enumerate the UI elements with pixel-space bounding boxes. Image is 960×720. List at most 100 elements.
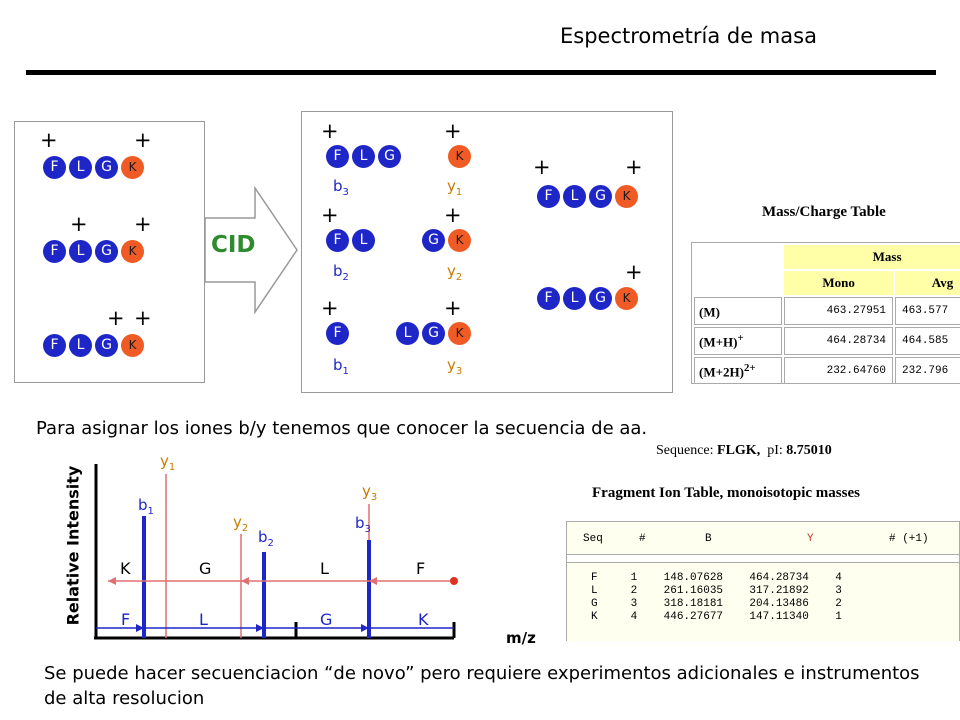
fragment-table-title: Fragment Ion Table, monoisotopic masses <box>592 485 860 501</box>
residue-l: L <box>69 240 92 263</box>
residue-l: L <box>352 145 375 168</box>
fragment-ion-table: Seq # B Y # (+1) F 1 148.07628 464.28734… <box>566 521 960 641</box>
residue-l: L <box>396 322 419 345</box>
charge-plus: + <box>444 119 462 143</box>
explanation-text: Para asignar los iones b/y tenemos que c… <box>36 418 648 439</box>
mono-value: 464.28734 <box>784 327 894 355</box>
charge-plus: + <box>321 296 339 320</box>
residue-f: F <box>43 156 66 179</box>
residue-k: K <box>121 334 144 357</box>
charge-plus: + <box>134 128 152 152</box>
residue-g: G <box>95 334 118 357</box>
residue-k: K <box>448 322 471 345</box>
ion-label-y1: y1 <box>447 177 463 198</box>
bottom-seq-k: K <box>418 610 429 629</box>
residue-f: F <box>326 229 349 252</box>
residue-g: G <box>422 229 445 252</box>
residue-f: F <box>43 334 66 357</box>
table-row: (M+2H)2+ 232.64760 232.796 <box>694 357 960 383</box>
title-rule <box>26 70 936 75</box>
residue-l: L <box>69 334 92 357</box>
top-seq-f: F <box>416 559 426 578</box>
spectrum-label-y1: y1 <box>160 452 176 473</box>
spectrum-label-y3: y3 <box>362 482 378 503</box>
header-num-plus1: # (+1) <box>889 533 929 545</box>
avg-value: 463.577 <box>895 297 960 325</box>
residue-f: F <box>43 240 66 263</box>
bottom-seq-f: F <box>121 610 131 629</box>
spectrum-label-y2: y2 <box>233 513 249 534</box>
ion-label-y2: y2 <box>447 262 463 283</box>
residue-l: L <box>563 287 586 310</box>
bottom-seq-l: L <box>199 610 208 629</box>
residue-l: L <box>563 185 586 208</box>
sequence-label: Sequence: <box>656 443 714 458</box>
bottom-seq-g: G <box>320 610 333 629</box>
charge-plus: + <box>134 212 152 236</box>
residue-k: K <box>615 287 638 310</box>
mass-charge-grid: Mass Mono Avg (M) 463.27951 463.577 (M+H… <box>692 243 960 383</box>
b-series-arrowhead <box>136 624 144 632</box>
mono-value: 232.64760 <box>784 357 894 383</box>
residue-l: L <box>352 229 375 252</box>
residue-g: G <box>95 156 118 179</box>
b-series-arrowhead <box>361 624 369 632</box>
sequence-value: FLGK, <box>717 443 761 458</box>
header-num: # <box>639 533 646 545</box>
y-axis-label: Relative Intensity <box>63 465 83 626</box>
residue-g: G <box>422 322 445 345</box>
pi-value: 8.75010 <box>786 443 832 458</box>
residue-f: F <box>537 287 560 310</box>
table-row: L 2 261.16035 317.21892 3 <box>591 585 842 597</box>
residue-g: G <box>589 287 612 310</box>
residue-g: G <box>589 185 612 208</box>
conclusion-text: Se puede hacer secuenciacion “de novo” p… <box>44 663 920 709</box>
charge-plus: + <box>134 306 152 330</box>
mono-value: 463.27951 <box>784 297 894 325</box>
top-seq-k: K <box>120 559 131 578</box>
residue-k: K <box>448 229 471 252</box>
table-row: F 1 148.07628 464.28734 4 <box>591 572 842 584</box>
precursor-panel: + + F L G K + + F L G K + + F L G K <box>14 121 205 383</box>
residue-g: G <box>378 145 401 168</box>
row-label: (M+H)+ <box>694 327 783 355</box>
table-row: G 3 318.18181 204.13486 2 <box>591 598 842 610</box>
col-mono: Mono <box>784 271 894 295</box>
spectrum-label-b1: b1 <box>138 496 154 517</box>
residue-k: K <box>121 240 144 263</box>
top-seq-l: L <box>320 559 329 578</box>
y-series-arrowhead <box>241 577 249 585</box>
mass-charge-table: Mass Mono Avg (M) 463.27951 463.577 (M+H… <box>691 242 960 384</box>
top-seq-g: G <box>199 559 212 578</box>
fragment-panel: + + F L G K b3 y1 + + F L G K b2 y2 + + … <box>301 111 673 393</box>
row-label: (M) <box>694 297 783 325</box>
ion-label-y3: y3 <box>447 356 463 377</box>
charge-plus: + <box>444 296 462 320</box>
mass-charge-table-title: Mass/Charge Table <box>762 204 886 220</box>
charge-plus: + <box>107 306 125 330</box>
y-series-start-dot <box>450 577 458 585</box>
table-row: (M) 463.27951 463.577 <box>694 297 960 325</box>
residue-f: F <box>326 145 349 168</box>
residue-k: K <box>448 145 471 168</box>
charge-plus: + <box>70 212 88 236</box>
col-avg: Avg <box>895 271 960 295</box>
residue-k: K <box>615 185 638 208</box>
table-row: (M+H)+ 464.28734 464.585 <box>694 327 960 355</box>
sequence-line: Sequence: FLGK, pI: 8.75010 <box>656 443 832 459</box>
residue-g: G <box>95 240 118 263</box>
charge-plus: + <box>625 155 643 179</box>
header-seq: Seq <box>583 533 603 545</box>
avg-value: 464.585 <box>895 327 960 355</box>
fragment-table-body: F 1 148.07628 464.28734 4 L 2 261.16035 … <box>567 562 959 641</box>
cid-label: CID <box>211 232 256 258</box>
fragment-table-header: Seq # B Y # (+1) <box>567 522 959 555</box>
charge-plus: + <box>321 119 339 143</box>
pi-label: pI: <box>767 443 783 458</box>
table-row: K 4 446.27677 147.11340 1 <box>591 611 842 623</box>
cid-arrow <box>204 186 298 315</box>
residue-l: L <box>69 156 92 179</box>
spectrum-label-b2: b2 <box>258 528 274 549</box>
avg-value: 232.796 <box>895 357 960 383</box>
row-label: (M+2H)2+ <box>694 357 783 383</box>
